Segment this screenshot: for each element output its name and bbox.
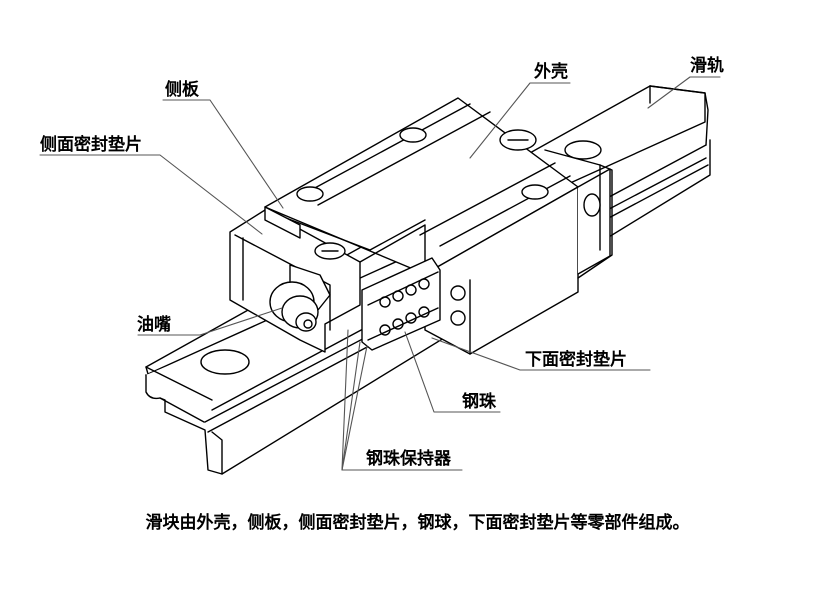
leader-retainer-3 — [341, 329, 349, 471]
label-side-plate: 侧板 — [165, 80, 199, 100]
leader-lines — [39, 76, 721, 471]
label-grease-nipple: 油嘴 — [137, 315, 171, 335]
label-housing: 外壳 — [534, 62, 568, 82]
leader-grease-nipple — [137, 307, 283, 336]
housing — [264, 97, 613, 355]
leader-bottom-seal — [431, 337, 651, 371]
grease-nipple — [269, 264, 331, 332]
label-ball-retainer: 钢珠保持器 — [366, 449, 451, 469]
leader-rail — [647, 76, 721, 109]
label-side-seal: 侧面密封垫片 — [40, 135, 142, 155]
leader-side-seal — [39, 154, 263, 235]
steel-balls — [379, 278, 430, 336]
label-rail: 滑轨 — [690, 56, 724, 76]
leader-housing — [469, 82, 571, 159]
leader-side-plate — [162, 99, 284, 209]
leader-steel-ball — [404, 331, 501, 413]
leader-retainer-1 — [341, 345, 368, 471]
label-bottom-seal: 下面密封垫片 — [525, 350, 627, 370]
leader-retainer-2 — [341, 341, 361, 471]
label-steel-ball: 钢珠 — [462, 392, 496, 412]
caption: 滑块由外壳，侧板，侧面密封垫片，钢球，下面密封垫片等零部件组成。 — [145, 513, 690, 533]
